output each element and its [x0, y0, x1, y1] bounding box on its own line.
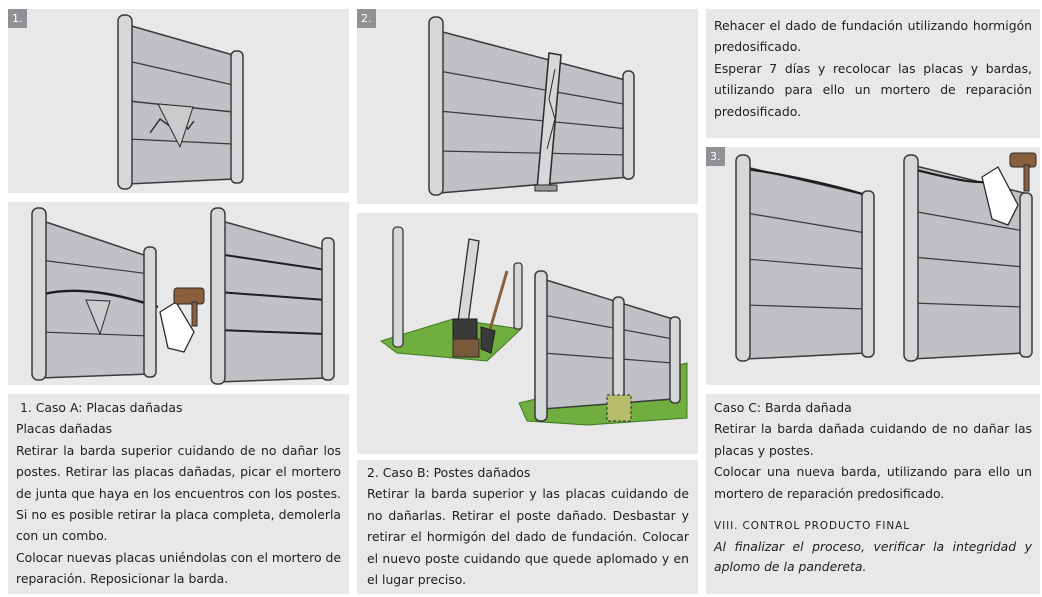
fence-plate-replacement-drawing — [31, 207, 335, 385]
fence-damaged-plate-drawing — [117, 14, 244, 190]
fence-damaged-coping-drawing — [735, 152, 1037, 362]
case-c-paragraph-2: Colocar una nueva barda, utilizando para… — [714, 464, 1032, 501]
illustration-panel-3: 3. — [706, 147, 1040, 385]
case-b-continued-paragraph-1: Rehacer el dado de fundación utilizando … — [714, 18, 1032, 55]
case-b-continued-paragraph-2: Esperar 7 días y recolocar las placas y … — [714, 60, 1032, 119]
section-8-text: Al finalizar el proceso, verificar la in… — [714, 539, 1032, 575]
illustration-panel-2: 2. — [357, 9, 698, 204]
case-a-paragraph-1: Retirar la barda superior cuidando de no… — [16, 442, 341, 544]
panel-number: 1. — [8, 9, 27, 28]
case-a-heading: 1. Caso A: Placas dañadas — [16, 397, 341, 418]
fence-post-replacement-drawing — [379, 226, 688, 426]
case-c-text-box: Caso C: Barda dañada Retirar la barda da… — [706, 394, 1040, 594]
case-c-paragraph-1: Retirar la barda dañada cuidando de no d… — [714, 421, 1032, 458]
case-a-heading-number: 1. — [19, 400, 32, 415]
illustration-panel-2b — [357, 213, 698, 454]
section-8-heading: VIII. CONTROL PRODUCTO FINAL — [714, 520, 910, 533]
illustration-panel-1: 1. — [8, 9, 349, 193]
panel-number: 2. — [357, 9, 376, 28]
fence-damaged-post-drawing — [428, 16, 635, 196]
case-b-text-box: 2. Caso B: Postes dañados Retirar la bar… — [357, 460, 698, 594]
case-a-text-box: 1. Caso A: Placas dañadas Placas dañadas… — [8, 394, 349, 594]
case-a-subheading: Placas dañadas — [16, 421, 113, 437]
panel-number: 3. — [706, 147, 725, 166]
case-c-heading: Caso C: Barda dañada — [714, 400, 852, 415]
case-a-paragraph-2: Colocar nuevas placas uniéndolas con el … — [16, 549, 341, 587]
case-b-continued-text-box: Rehacer el dado de fundación utilizando … — [706, 9, 1040, 138]
case-b-paragraph: Retirar la barda superior y las placas c… — [367, 486, 689, 588]
illustration-panel-1b — [8, 202, 349, 385]
case-a-heading-text: Caso A: Placas dañadas — [35, 400, 183, 415]
case-b-heading: 2. Caso B: Postes dañados — [367, 465, 531, 480]
